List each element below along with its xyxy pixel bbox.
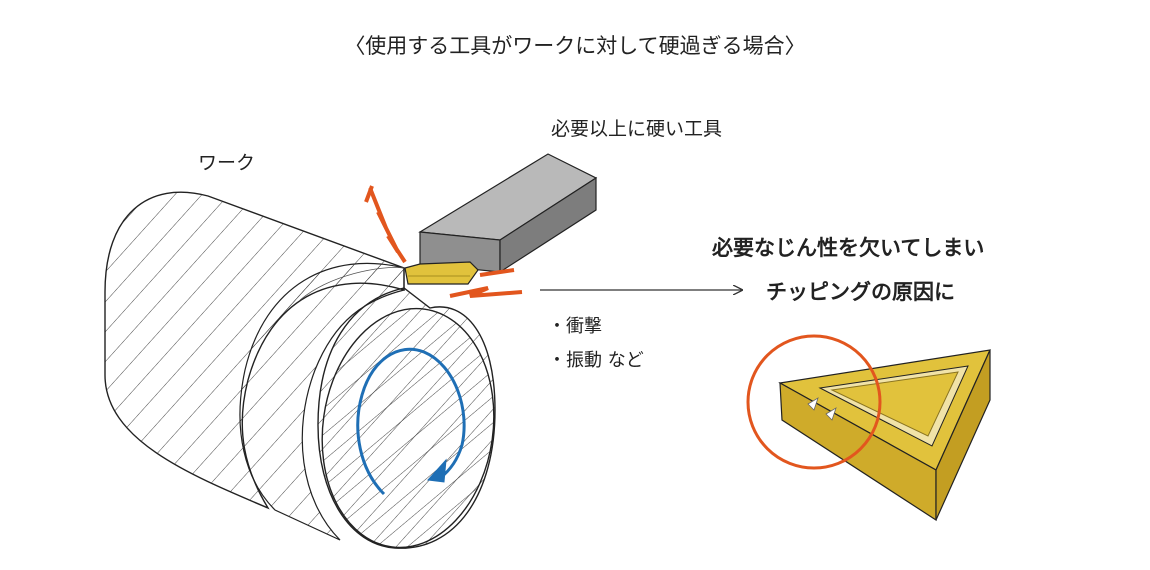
workpiece-shoulder	[239, 262, 405, 541]
chipped-insert	[778, 349, 992, 522]
workpiece	[104, 191, 496, 549]
chipping-highlight-circle	[746, 334, 882, 470]
cause-vibration: ・振動 など	[548, 350, 644, 371]
cutting-tool	[404, 153, 598, 285]
result-text-line2: チッピングの原因に	[766, 280, 955, 304]
impact-icon	[364, 185, 523, 298]
workpiece-label: ワーク	[198, 152, 256, 174]
cause-impact: ・衝撃	[548, 316, 602, 337]
workpiece-end-face	[321, 307, 495, 549]
page-title: 〈使用する工具がワークに対して硬過ぎる場合〉	[344, 34, 806, 58]
insert-side-right	[935, 349, 991, 521]
chip-marks	[807, 397, 837, 421]
result-text-line1: 必要なじん性を欠いてしまい	[712, 236, 985, 260]
tool-shank-face	[499, 176, 597, 274]
tool-label: 必要以上に硬い工具	[551, 118, 723, 140]
rotation-arrow	[356, 347, 466, 496]
tool-insert	[404, 261, 479, 285]
